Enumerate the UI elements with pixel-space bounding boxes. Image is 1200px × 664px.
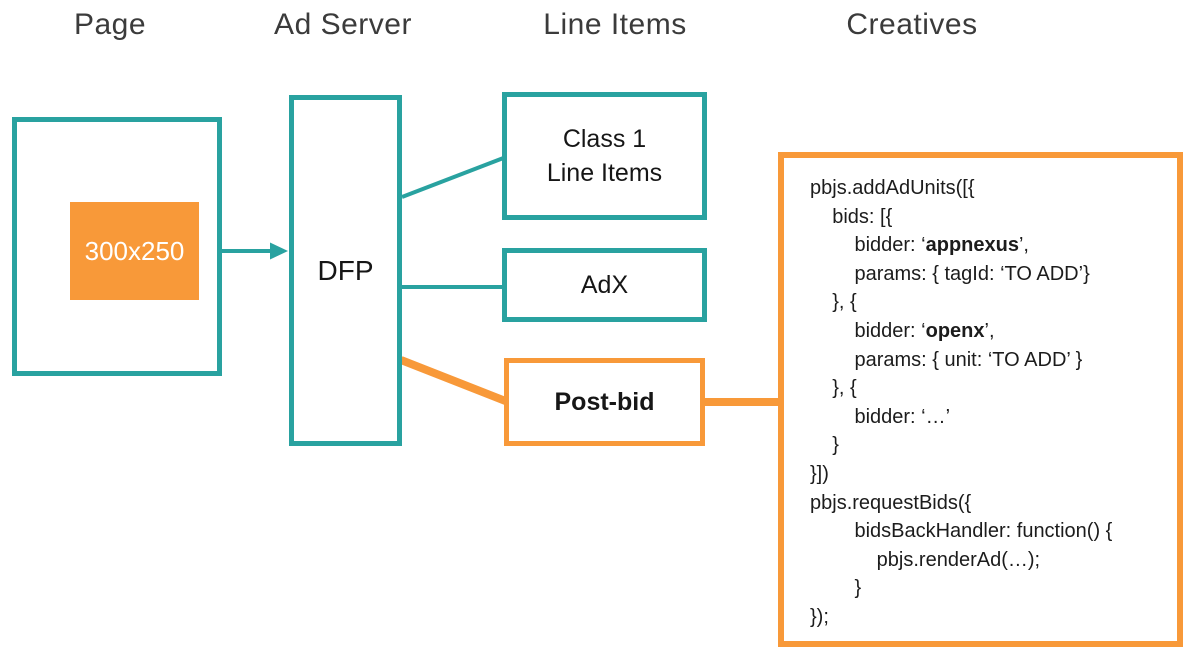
code-line: bidsBackHandler: function() {	[810, 520, 1113, 543]
ad-slot-label: 300x250	[84, 236, 185, 266]
code-line: bidder: ‘…’	[810, 405, 951, 428]
class1-line-items-box: Class 1 Line Items	[502, 92, 707, 220]
prebid-code-snippet: pbjs.addAdUnits([{ bids: [{ bidder: ‘app…	[779, 174, 1181, 632]
code-line: params: { tagId: ‘TO ADD’}	[810, 262, 1090, 285]
code-line: }, {	[810, 291, 857, 314]
code-line: });	[810, 605, 829, 628]
code-line: bidder: ‘openx’,	[810, 319, 995, 342]
class1-line-items-label: Class 1 Line Items	[546, 125, 663, 187]
postbid-label: Post-bid	[554, 388, 655, 416]
dfp-box: DFP	[289, 95, 402, 446]
ad-slot-box: 300x250	[70, 202, 199, 300]
adx-box: AdX	[502, 248, 707, 322]
code-line: }])	[810, 462, 829, 485]
column-header-page: Page	[73, 8, 147, 41]
creatives-code-box	[778, 152, 1183, 647]
code-line: params: { unit: ‘TO ADD’ }	[810, 348, 1083, 371]
adx-label: AdX	[580, 271, 629, 299]
code-line: }, {	[810, 377, 857, 400]
code-line: pbjs.requestBids({	[810, 491, 972, 514]
column-header-ad-server: Ad Server	[274, 8, 412, 41]
code-line: pbjs.renderAd(…);	[810, 548, 1041, 571]
code-line: pbjs.addAdUnits([{	[810, 177, 975, 199]
connector-dfp-to-class1	[401, 155, 507, 199]
connector-dfp-to-postbid	[399, 356, 510, 406]
column-header-creatives: Creatives	[846, 8, 978, 41]
column-header-line-items: Line Items	[543, 8, 687, 41]
code-line: bids: [{	[810, 205, 893, 228]
postbid-box: Post-bid	[504, 358, 705, 446]
code-line: }	[810, 434, 839, 457]
code-line: bidder: ‘appnexus’,	[810, 234, 1029, 257]
code-line: }	[810, 577, 862, 600]
dfp-label: DFP	[317, 254, 374, 286]
